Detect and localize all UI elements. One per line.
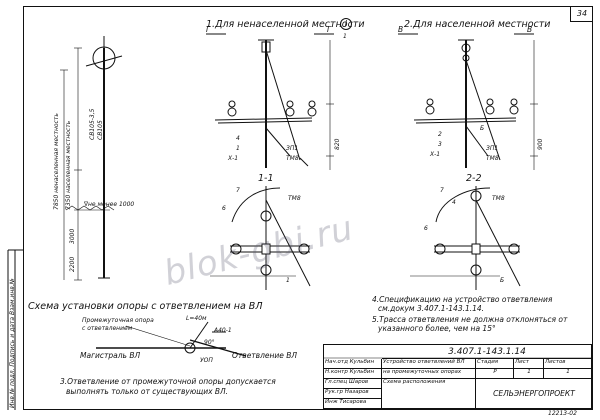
mark-m6: 7 [440,187,444,194]
section-mark-b1: В [398,25,404,34]
mark-m7: Б [480,125,485,132]
post-label-2: СВ105 [97,120,104,140]
plan-pole-mark: УОП [200,357,213,364]
note-3-line1: 3.Ответвление от промежуточной опоры доп… [60,377,276,386]
tb-sheet-header: Лист [514,359,544,369]
section-mark-b2: В [527,25,533,34]
plan-main-line: Магистраль ВЛ [80,351,141,360]
mark-tme2: ТМ8 [288,195,301,202]
mark-tme4: ТМ8 [492,195,505,202]
footer-code: 12213-02 [548,410,577,417]
sheet-frame [23,6,593,410]
view1-title: 1.Для ненаселенной местности [206,19,365,30]
section-mark-g2: Г [327,25,332,34]
view1-index-circle: I [340,18,352,30]
mark-i-num: 1 [343,33,347,40]
mark-h1: Х-1 [228,155,239,162]
tb-sheets-header: Листов [544,359,592,369]
tb-desc-1: Устройство ответвлений ВЛ [382,359,476,369]
left-strip-label: Инв.№ подл. Подпись и дата Взам.инв.№ [9,278,16,408]
mark-zp2: ЗП1 [486,145,499,152]
mark-m4: 3 [438,141,442,148]
tb-person-1: Нач.отд Кульбин [324,359,382,369]
mark-c3: 4 [452,199,456,206]
section-1-1-label: 1-1 [258,173,274,184]
title-block: Нач.отд Кульбин Н.контр Кульбин Гл.спец … [323,344,593,410]
sheet-number: 34 [570,6,593,22]
tb-person-5: Инж Тисарова [324,399,382,409]
plan-length: L=40м [186,315,207,322]
plan-with-branch: с ответвлением [82,325,133,332]
note-5-line2: указанного более, чем на 15° [378,324,496,333]
tb-person-4: Рук.гр Назаров [324,389,382,399]
tb-stage-value: Р [476,369,514,379]
dim-7850-label: 7850 ненаселенная местность [53,113,60,210]
post-label-1: СВ105-3,5 [89,108,96,140]
tb-sheets-value: 1 [544,369,592,379]
section-mark-g1: Г [206,25,211,34]
dim-2200: 2200 [69,256,76,272]
mark-h2: Х-1 [430,151,441,158]
mark-m1: 1 [286,277,290,284]
tb-organization: СЕЛЬЭНЕРГОПРОЕКТ [476,379,592,409]
mark-c1: 4 [236,135,240,142]
note-3-line2: выполнять только от существующих ВЛ. [66,387,229,396]
tb-person-2: Н.контр Кульбин [324,369,382,379]
tb-doc-code: 3.407.1-143.1.14 [382,345,592,359]
tb-stage-header: Стадия [476,359,514,369]
note-5-line1: 5.Трасса ответвления не должна отклонять… [372,315,568,324]
note-4-line2: см.докум 3.407.1-143.1.14. [378,304,485,313]
section-2-2-label: 2-2 [466,173,482,184]
tb-desc-2: на промежуточных опорах [382,369,476,379]
dim-900: 900 [537,138,544,150]
dim-820: 820 [334,138,341,150]
mark-m5: 7 [236,187,240,194]
tb-desc-3: Схема расположения [382,379,476,409]
mark-tme3: ТМ8 [486,155,499,162]
mark-m2: 1 [236,145,240,152]
plan-branch: Ответвление ВЛ [232,351,298,360]
plan-intermediate-support: Промежуточная опора [82,317,154,324]
support-diagram-caption: Схема установки опоры с ответвлением на … [28,301,263,312]
dim-7350-label: 7350 населенная местность [65,120,72,210]
mark-c4: 6 [424,225,428,232]
mark-m3: 2 [438,131,442,138]
dim-3000: 3000 [69,228,76,244]
tb-person-3: Гл.спец Шаров [324,379,382,389]
ground-label: ∇не менее 1000 [84,201,135,208]
plan-angle: 90° [204,339,215,346]
note-4-line1: 4.Спецификацию на устройство ответвления [372,295,553,304]
mark-tme1: ТМ8 [286,155,299,162]
mark-c2: 6 [222,205,226,212]
mark-m8: Б [500,277,505,284]
view2-title: 2.Для населенной местности [404,19,551,30]
tb-sheet-value: 1 [514,369,544,379]
mark-zp1: ЗП1 [286,145,299,152]
plan-code: А40-1 [214,327,232,334]
